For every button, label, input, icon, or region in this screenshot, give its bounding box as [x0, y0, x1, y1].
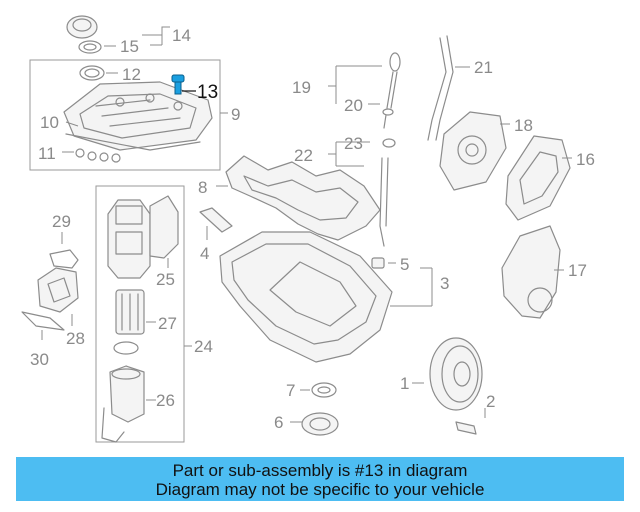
- callout-16: 16: [576, 150, 595, 169]
- callout-2: 2: [486, 392, 496, 411]
- gasket-4: [199, 207, 233, 240]
- callout-30: 30: [30, 350, 49, 369]
- dipstick-handle: [382, 52, 401, 129]
- pulley-bolt: [455, 408, 486, 435]
- oil-filter-group-box: [95, 185, 185, 443]
- seal-12: [79, 65, 118, 81]
- callout-15: 15: [120, 37, 139, 56]
- filter-element: [115, 289, 156, 335]
- dipstick-tube: [427, 37, 447, 141]
- sensor-29: [49, 232, 79, 269]
- callout-5: 5: [400, 255, 410, 274]
- bolt-13-highlighted: [171, 74, 196, 95]
- callout-26: 26: [156, 391, 175, 410]
- callout-24: 24: [194, 337, 213, 356]
- filter-seal: [113, 341, 139, 355]
- valve-cover-group-box: [29, 59, 221, 171]
- callout-28: 28: [66, 329, 85, 348]
- callout-9: 9: [231, 105, 241, 124]
- callout-20: 20: [344, 96, 363, 115]
- oil-pump-pipe: [379, 157, 389, 247]
- drain-tube: [101, 407, 125, 443]
- leader-10: [65, 121, 79, 127]
- oil-filler-cap: [66, 15, 98, 39]
- seal-6: [290, 412, 339, 436]
- callout-7: 7: [286, 381, 296, 400]
- parts-diagram: 14 15 12 13 9 10 11 19 20 21 18 22 23 16…: [21, 15, 595, 443]
- callout-1: 1: [400, 374, 410, 393]
- callout-12: 12: [122, 65, 141, 84]
- timing-cover-17: [501, 225, 564, 319]
- cap-seal: [78, 40, 116, 54]
- bracket-28: [37, 267, 79, 326]
- timing-cover-16: [505, 135, 572, 221]
- bracket-14-15: [142, 26, 170, 46]
- callout-17: 17: [568, 261, 587, 280]
- valve-cover-gasket: [65, 133, 201, 151]
- callout-14: 14: [172, 26, 191, 45]
- oil-pan-gasket-8: [216, 155, 381, 241]
- callout-27: 27: [158, 314, 177, 333]
- bracket-30: [21, 311, 65, 340]
- callout-10: 10: [40, 113, 59, 132]
- dipstick-tube-outer: [435, 35, 454, 141]
- callout-11: 11: [38, 144, 56, 163]
- callout-25: 25: [156, 270, 175, 289]
- spark-plug-seals: [62, 148, 121, 163]
- bracket-22-23: [328, 141, 370, 167]
- crankshaft-pulley: [412, 337, 483, 411]
- info-banner: Part or sub-assembly is #13 in diagram D…: [16, 457, 624, 501]
- drain-plug: [371, 257, 385, 269]
- callout-4: 4: [200, 244, 210, 263]
- callout-13: 13: [197, 82, 219, 103]
- callout-23: 23: [344, 134, 363, 153]
- oil-pan: [219, 231, 393, 363]
- banner-line-1: Part or sub-assembly is #13 in diagram: [172, 461, 468, 480]
- callout-3: 3: [440, 274, 450, 293]
- callout-19: 19: [292, 78, 311, 97]
- banner-line-2: Diagram may not be specific to your vehi…: [155, 480, 485, 499]
- valve-cover: [63, 81, 213, 151]
- seal-23: [382, 138, 396, 148]
- filter-cap: [109, 365, 156, 423]
- callout-21: 21: [474, 58, 493, 77]
- callout-8: 8: [198, 178, 208, 197]
- callout-22: 22: [294, 146, 313, 165]
- diagram-drawing: [21, 15, 572, 443]
- bracket-19-20: [328, 65, 382, 105]
- seal-7: [300, 382, 337, 398]
- callout-6: 6: [274, 413, 284, 432]
- callout-18: 18: [514, 116, 533, 135]
- bracket-3-5: [388, 262, 433, 307]
- front-cover-18: [439, 111, 510, 191]
- callout-29: 29: [52, 212, 71, 231]
- filter-housing: [107, 195, 179, 279]
